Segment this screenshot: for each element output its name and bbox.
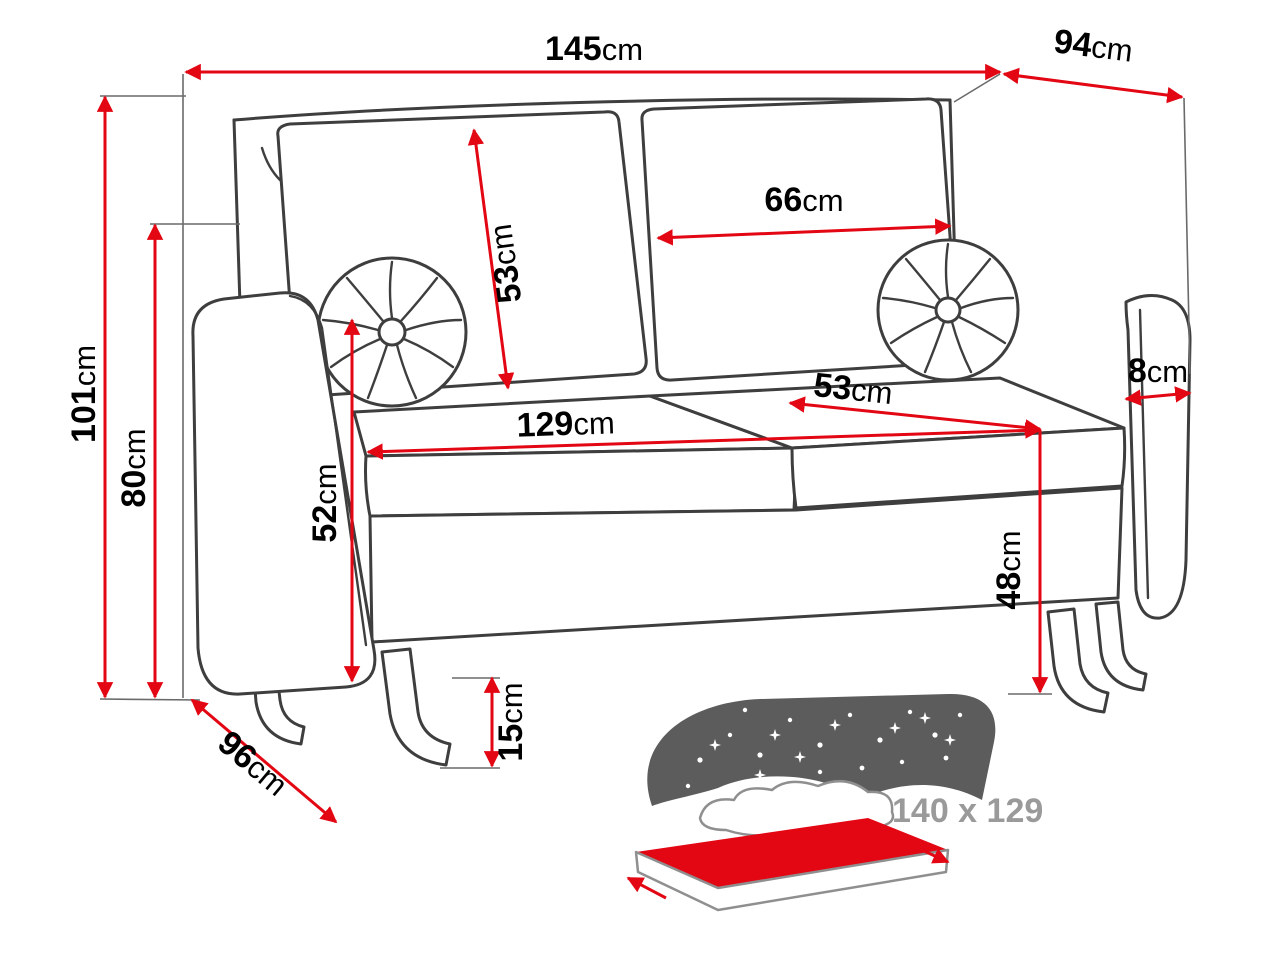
dim-seat-height-value: 48 [990,572,1028,610]
dim-total-height-unit: cm [67,345,102,386]
dim-armrest-width-label: 8cm [1128,352,1188,390]
pleat [404,318,463,332]
dim-leg-height-value: 15 [492,724,530,762]
dim-seat-height-unit: cm [992,530,1027,571]
extension-line-right [1183,97,1191,375]
backrest-left-edge [232,118,242,307]
dim-seat-depth-unit: cm [850,372,895,411]
dim-total-height-label: 101cm [65,345,103,443]
dim-back-cushion-width-value: 66 [764,181,802,219]
pleat [881,296,937,310]
dim-seat-depth-value: 53 [812,366,854,408]
round-pillow-right [876,238,1020,382]
star-field [685,707,963,789]
dim-backrest-height-value: 80 [115,470,153,508]
dim-armrest-height-value: 52 [306,505,344,543]
dim-backrest-height-label: 80cm [115,428,153,507]
pleat [399,276,439,323]
dim-total-height-value: 101 [65,386,103,443]
dim-back-cushion-width-label: 66cm [764,181,843,219]
dim-seat-depth-label: 53cm [812,366,895,412]
dim-line-back-cushion-width [656,218,952,246]
bed-mattress-top [636,818,948,888]
dim-line-depth-top [1002,67,1184,104]
pleat [959,296,1015,310]
dim-seat-height-label: 48cm [990,530,1028,609]
leg-back-right [1094,600,1148,692]
bed-depth-arrow [876,828,950,864]
dim-line-depth-bottom [190,698,338,824]
leg-front-left [380,647,452,767]
dim-width-value: 145 [545,30,602,68]
leg-front-right [1046,607,1110,714]
pleat [950,320,973,374]
armrest-right [1124,294,1192,620]
armrest-right-roll-line [1138,308,1150,600]
pleat [395,343,418,400]
round-pillow-right-button [934,296,962,324]
dim-depth-top-value: 94 [1052,22,1094,64]
dim-line-armrest-width [1124,386,1192,406]
bed-size-label: 140 x 129 [892,792,1043,830]
dim-backrest-height-unit: cm [117,428,152,469]
pleat [923,320,946,374]
dim-seat-width-value: 129 [516,405,574,445]
backrest-top-edge [232,97,952,122]
pleat [345,276,385,323]
round-pillow-left-body [316,256,468,408]
dim-armrest-width-unit: cm [1147,354,1188,389]
dim-armrest-width-value: 8 [1128,352,1147,390]
dim-back-cushion-height-unit: cm [483,222,523,268]
pleat [944,242,950,299]
dim-back-cushion-width-unit: cm [802,183,843,218]
pleat [402,337,455,369]
bed-width-arrow [626,876,667,900]
round-pillow-right-body [876,238,1020,382]
pleat [957,315,1007,345]
dim-back-cushion-height-value: 53 [487,263,530,306]
extension-tick-bottom [99,698,201,701]
round-pillow-left [316,256,468,408]
dim-width-label: 145cm [545,30,643,68]
dim-depth-top-label: 94cm [1052,22,1135,69]
construction-lines [99,73,1191,769]
dim-armrest-height-label: 52cm [306,463,344,542]
pleat [904,257,942,302]
dim-leg-height-unit: cm [494,682,529,723]
dim-seat-width-label: 129cm [516,403,615,444]
pleat [366,343,389,400]
dimension-labels: 145cm 94cm 66cm 53cm 101cm 80cm 52cm 129… [65,22,1188,802]
dim-armrest-height-unit: cm [308,463,343,504]
back-cushion-left-fold [260,146,282,182]
sofa-bed-icon: 140 x 129 [626,693,1043,912]
dim-seat-width-unit: cm [573,405,616,441]
dim-back-cushion-height-label: 53cm [481,222,530,306]
seat-cushion-left-front [364,446,797,518]
round-pillow-left-button [377,317,407,347]
extension-line-top-right [953,73,1001,103]
dim-line-seat-depth [788,396,1042,436]
base-frame [368,486,1124,644]
dim-leg-height-label: 15cm [492,682,530,761]
dim-line-back-cushion-height [467,128,515,390]
pleat [388,260,394,320]
dim-depth-top-unit: cm [1089,29,1134,69]
bed-mattress-side [634,848,950,912]
dimension-lines [96,63,1192,824]
pleat [889,315,939,345]
pleat [954,257,992,302]
armrest-left-roll-line [288,294,368,647]
dim-width-unit: cm [602,32,643,67]
bed-canopy-shape [647,693,996,806]
